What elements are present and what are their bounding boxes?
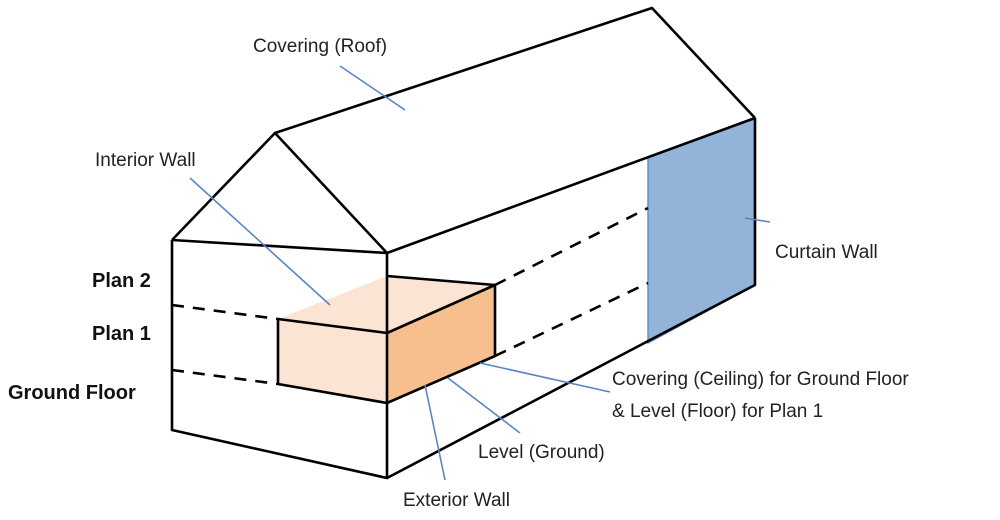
plan1-level-line-left	[171, 303, 279, 321]
label-curtain-wall: Curtain Wall	[775, 242, 878, 263]
ceiling-leader	[479, 362, 611, 393]
ground-level-line-left	[171, 368, 279, 386]
interior-wall-leader	[189, 177, 331, 306]
label-level-ground: Level (Ground)	[478, 442, 605, 463]
interior-box	[276, 317, 388, 405]
level-label-plan1: Plan 1	[92, 323, 151, 345]
exterior-wall-leader	[424, 384, 446, 481]
level-lines	[171, 206, 649, 386]
label-exterior-wall: Exterior Wall	[403, 490, 510, 511]
roof-eave	[386, 116, 756, 255]
building-outline	[170, 6, 757, 480]
side-wall-bottom	[386, 118, 757, 480]
front-gable-right	[274, 132, 388, 254]
label-covering-ceiling-line1: Covering (Ceiling) for Ground Floor	[612, 369, 909, 390]
curtain-wall-leader	[744, 217, 771, 223]
roof-edge	[171, 6, 756, 241]
level-label-plan2: Plan 2	[92, 270, 151, 292]
label-covering-roof: Covering (Roof)	[253, 36, 387, 57]
level-ground-leader	[447, 377, 521, 434]
label-covering-ceiling-line2: & Level (Floor) for Plan 1	[612, 401, 823, 422]
exterior-wall-surface	[387, 285, 495, 403]
interior-wall-lower-surface	[278, 319, 387, 403]
plan1-level-line-right	[494, 206, 649, 287]
level-label-ground-floor: Ground Floor	[8, 382, 136, 404]
cutout-ceiling	[386, 283, 496, 335]
roof-leader	[339, 65, 406, 111]
ground-level-line-right	[494, 281, 649, 358]
leader-lines	[189, 65, 771, 481]
cutout-top	[386, 274, 497, 405]
label-interior-wall: Interior Wall	[95, 150, 196, 171]
